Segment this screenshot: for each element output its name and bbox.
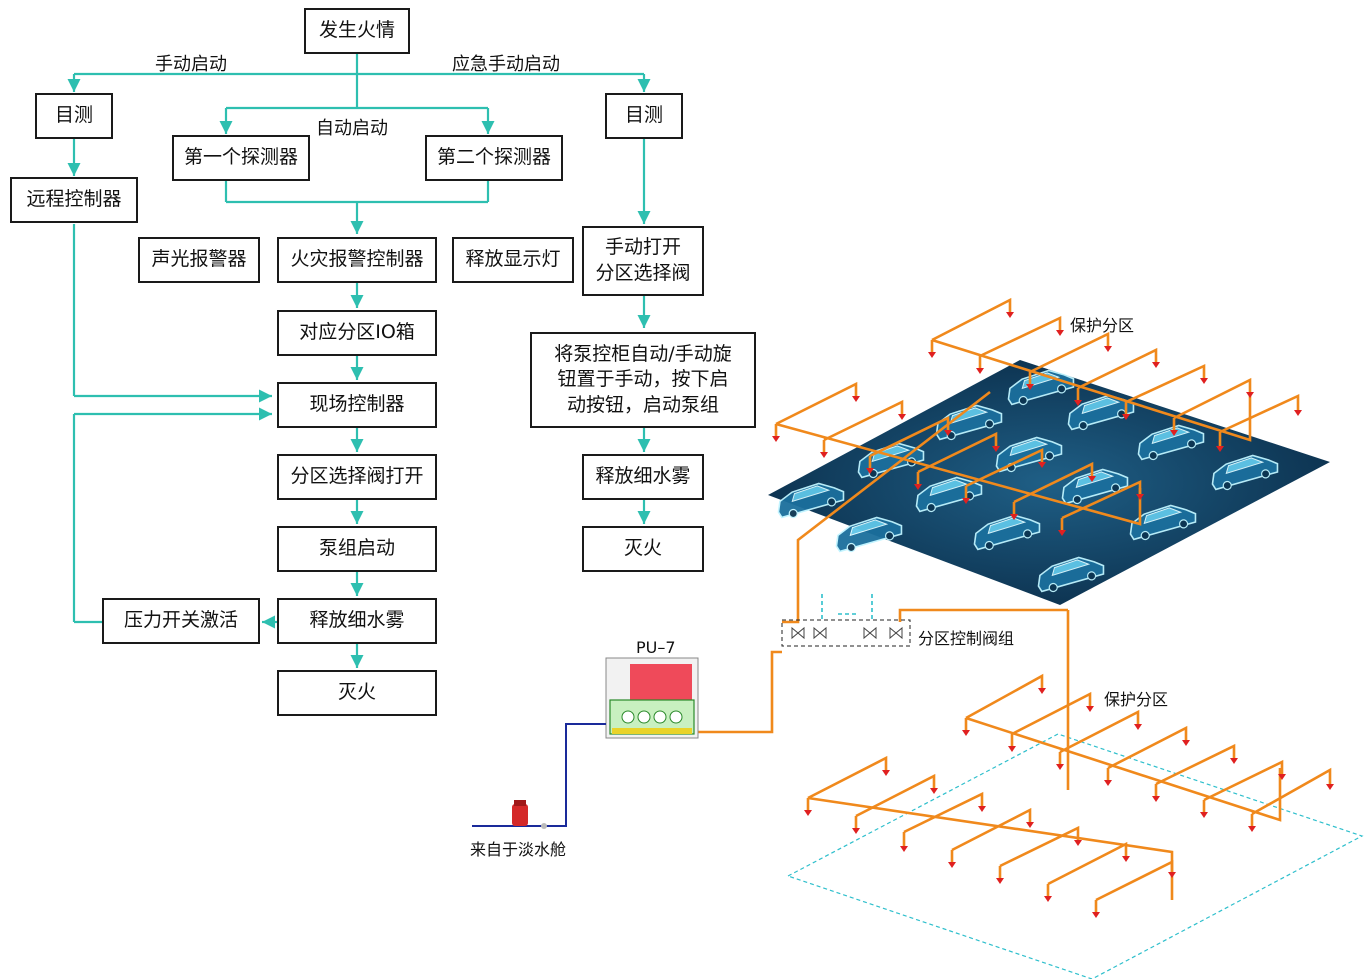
- fresh-water-pump-drawing: [512, 800, 547, 829]
- visual-check-right-box: 目测: [605, 93, 683, 139]
- flowchart-connectors: [67, 52, 651, 668]
- label-manual-start: 手动启动: [155, 54, 227, 75]
- pump-unit-label: PU–7: [636, 638, 676, 657]
- fire-alarm-controller-box: 火灾报警控制器: [277, 237, 437, 283]
- extinguish-left-box: 灭火: [277, 670, 437, 716]
- parking-deck: [768, 360, 1330, 605]
- audible-visual-alarm-box: 声光报警器: [138, 237, 260, 283]
- pump-cabinet-instruction-box: 将泵控柜自动/手动旋 钮置于手动，按下启 动按钮，启动泵组: [530, 332, 756, 428]
- zone-valve-open-box: 分区选择阀打开: [277, 454, 437, 500]
- visual-check-left-box: 目测: [35, 93, 113, 139]
- remote-controller-box: 远程控制器: [10, 177, 138, 223]
- protection-zone-upper-label: 保护分区: [1070, 316, 1135, 335]
- detector-2-box: 第二个探测器: [425, 135, 563, 181]
- manual-zone-valve-line1: 手动打开: [604, 236, 681, 259]
- pump-cabinet-line3: 动按钮，启动泵组: [566, 393, 719, 416]
- lower-pipe-network: [806, 608, 1332, 912]
- car-group: [773, 364, 1282, 596]
- extinguish-right-box: 灭火: [582, 526, 704, 572]
- pump-cabinet-line2: 钮置于手动，按下启: [557, 368, 729, 391]
- label-auto-start: 自动启动: [316, 118, 388, 139]
- valve-symbols: [791, 626, 903, 640]
- label-emergency-manual-start: 应急手动启动: [452, 54, 560, 75]
- zone-io-box: 对应分区IO箱: [277, 310, 437, 356]
- zone-valve-group-label: 分区控制阀组: [918, 629, 1015, 648]
- zone-valve-group: [781, 619, 911, 647]
- lower-nozzles: [804, 688, 1334, 918]
- manual-zone-valve-box: 手动打开 分区选择阀: [582, 226, 704, 296]
- lower-zone-outline: [786, 733, 1364, 979]
- pump-start-box: 泵组启动: [277, 526, 437, 572]
- release-mist-left-box: 释放细水雾: [277, 598, 437, 644]
- upper-pipe-network: [774, 297, 1300, 624]
- upper-nozzles: [772, 312, 1302, 536]
- pressure-switch-box: 压力开关激活: [102, 598, 260, 644]
- detector-1-box: 第一个探测器: [172, 135, 310, 181]
- field-controller-box: 现场控制器: [277, 382, 437, 428]
- protection-zone-lower-label: 保护分区: [1104, 690, 1169, 709]
- water-source-label: 来自于淡水舱: [470, 840, 567, 859]
- manual-zone-valve-line2: 分区选择阀: [595, 262, 691, 284]
- release-mist-right-box: 释放细水雾: [582, 454, 704, 500]
- fire-occurred-box: 发生火情: [304, 8, 410, 54]
- release-indicator-lamp-box: 释放显示灯: [452, 237, 574, 283]
- pump-cabinet-line1: 将泵控柜自动/手动旋: [554, 342, 732, 365]
